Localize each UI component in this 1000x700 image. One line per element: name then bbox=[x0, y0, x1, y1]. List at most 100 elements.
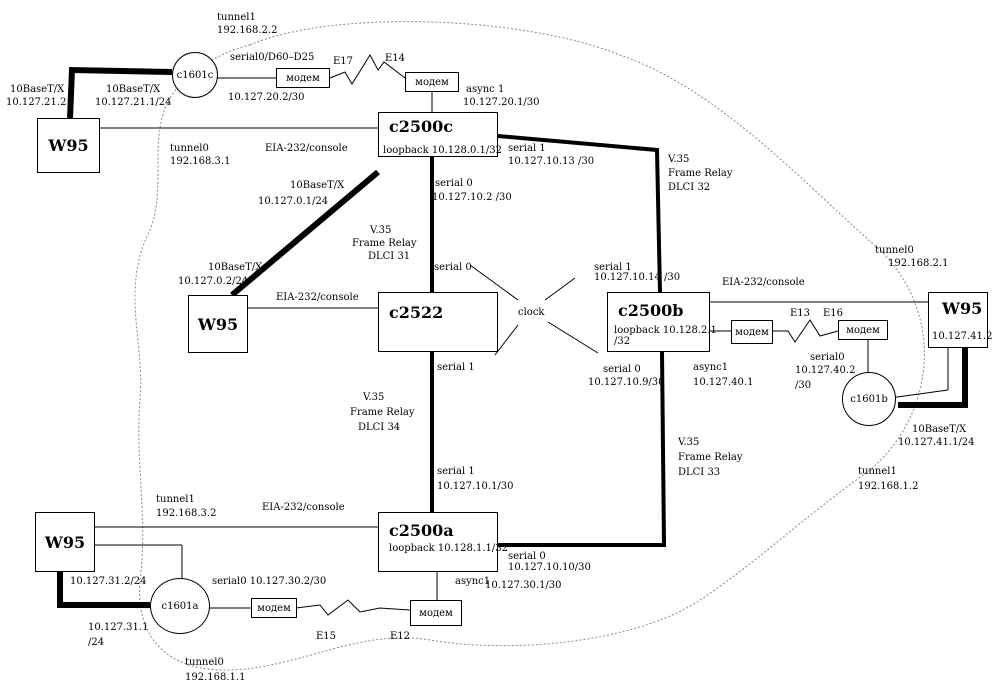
label-tbx-w95mid: 10BaseT/X bbox=[208, 262, 263, 273]
label-tbx-mid-ip: 10.127.0.1/24 bbox=[258, 196, 329, 207]
label-serial0-c2522: serial 0 bbox=[434, 262, 472, 273]
host-w95-middle[interactable]: W95 bbox=[188, 295, 248, 353]
serial-c2500c-c2500b bbox=[497, 134, 662, 293]
label-c1601c-ip: 10.127.20.2/30 bbox=[228, 92, 305, 103]
label-c1601a-mask: /24 bbox=[88, 637, 105, 648]
tunnel-boundary bbox=[134, 21, 925, 671]
label-e16: E16 bbox=[823, 308, 844, 319]
label-serial1-c2500c: serial 1 bbox=[508, 143, 546, 154]
label-tunnel1-right-ip: 192.168.1.2 bbox=[858, 481, 919, 492]
label-tbx-w95mid-ip: 10.127.0.2/24 bbox=[178, 276, 249, 287]
router-c2500b-loopback-mask: /32 bbox=[614, 336, 631, 347]
label-tunnel1-right: tunnel1 bbox=[858, 466, 897, 477]
label-async1-top-ip: 10.127.20.1/30 bbox=[463, 97, 540, 108]
label-tbx-top-2-ip: 10.127.21.1/24 bbox=[95, 97, 172, 108]
modem-c2500b[interactable]: модем bbox=[731, 320, 773, 344]
router-c2500b-loopback: loopback 10.128.2.1 bbox=[614, 325, 717, 336]
label-serial0-c1601b-mask: /30 bbox=[795, 380, 812, 391]
clock-line-2 bbox=[544, 277, 576, 301]
label-fr-c2522: Frame Relay bbox=[352, 238, 417, 249]
label-tunnel1-bottom: tunnel1 bbox=[156, 494, 195, 505]
label-eia-mid: EIA-232/console bbox=[276, 292, 359, 303]
modem-c1601a[interactable]: модем bbox=[251, 598, 297, 618]
label-serial1-c2500b-ip: 10.127.10.14 /30 bbox=[594, 272, 681, 283]
label-eia-right: EIA-232/console bbox=[722, 277, 805, 288]
label-v35-c2522: V.35 bbox=[370, 225, 392, 236]
router-c2500b[interactable]: c2500b loopback 10.128.2.1 /32 bbox=[607, 292, 717, 352]
label-async1-c2500a-ip: 10.127.30.1/30 bbox=[485, 580, 562, 591]
label-async1-c2500b: async1 bbox=[693, 362, 729, 373]
modem-c1601b[interactable]: модем bbox=[838, 320, 888, 340]
label-e14: E14 bbox=[385, 53, 406, 64]
label-fr-2522a: Frame Relay bbox=[350, 407, 415, 418]
router-c2522-name: c2522 bbox=[389, 303, 444, 322]
label-fr-ba: Frame Relay bbox=[678, 452, 743, 463]
label-async1-top: async 1 bbox=[466, 84, 505, 95]
label-e12: E12 bbox=[390, 631, 411, 642]
label-eia-bottom: EIA-232/console bbox=[262, 502, 345, 513]
host-w95-top[interactable]: W95 bbox=[37, 118, 100, 173]
router-c1601b[interactable]: c1601b bbox=[842, 372, 896, 426]
label-serial0-c2500b: serial 0 bbox=[603, 364, 641, 375]
router-c2500a-name: c2500a bbox=[389, 521, 454, 540]
label-serial1-c2500a: serial 1 bbox=[437, 466, 475, 477]
label-e17: E17 bbox=[333, 56, 354, 67]
label-dlci-cb: DLCI 32 bbox=[668, 182, 711, 193]
label-serial0-d60: serial0/D60–D25 bbox=[230, 52, 315, 63]
serial-c2500b-c2500a bbox=[498, 351, 667, 547]
label-tbx-right: 10BaseT/X bbox=[912, 424, 967, 435]
zigzag-e15-e12 bbox=[295, 599, 411, 616]
router-c2500c[interactable]: c2500c loopback 10.128.0.1/32 bbox=[378, 112, 502, 157]
router-c1601c[interactable]: c1601c bbox=[172, 52, 218, 98]
label-tunnel0-right-ip: 192.168.2.1 bbox=[888, 258, 949, 269]
label-serial1-c2500a-ip: 10.127.10.1/30 bbox=[437, 481, 514, 492]
modem-c2500a[interactable]: модем bbox=[410, 600, 462, 626]
label-serial0-c1601b-ip: 10.127.40.2 bbox=[795, 365, 856, 376]
clock-line-1 bbox=[469, 264, 519, 301]
label-async1-c2500a: async1 bbox=[455, 576, 491, 587]
router-c2500a[interactable]: c2500a loopback 10.128.1.1/32 bbox=[378, 512, 508, 572]
modem-c2500c[interactable]: модем bbox=[405, 72, 459, 92]
label-tunnel0-top-ip: 192.168.3.1 bbox=[170, 156, 231, 167]
router-c2500b-name: c2500b bbox=[618, 301, 684, 320]
label-dlci-ba: DLCI 33 bbox=[678, 467, 721, 478]
label-serial0-c2500c: serial 0 bbox=[435, 178, 473, 189]
modem-c1601c[interactable]: модем bbox=[276, 68, 330, 88]
label-tunnel0-bottom-ip: 192.168.1.1 bbox=[185, 672, 246, 683]
clock-line-3 bbox=[494, 324, 519, 356]
label-tunnel1-top: tunnel1 bbox=[217, 12, 256, 23]
label-v35-2522a: V.35 bbox=[363, 392, 385, 403]
label-serial0-c2500a-ip: 10.127.10.10/30 bbox=[508, 562, 591, 573]
label-v35-ba: V.35 bbox=[678, 437, 700, 448]
ethernet-w95mid-c2500c bbox=[230, 169, 380, 298]
label-clock: clock bbox=[518, 307, 545, 318]
label-async1-c2500b-ip: 10.127.40.1 bbox=[693, 377, 754, 388]
router-c1601a[interactable]: c1601a bbox=[150, 578, 210, 634]
line-w95right-c1601b-2 bbox=[889, 389, 949, 399]
ethernet-w95right-c1601b bbox=[898, 348, 968, 408]
label-c1601a-ip: 10.127.31.1 bbox=[88, 622, 149, 633]
label-fr-cb: Frame Relay bbox=[668, 168, 733, 179]
ethernet-w95bottom-c1601a bbox=[57, 572, 150, 608]
host-w95-bottom[interactable]: W95 bbox=[35, 512, 95, 572]
label-serial0-c2500b-ip: 10.127.10.9/30 bbox=[588, 377, 665, 388]
host-w95-right[interactable]: W95 10.127.41.2 bbox=[928, 292, 992, 348]
label-serial0-c1601a: serial0 10.127.30.2/30 bbox=[212, 576, 327, 587]
label-eia-top: EIA-232/console bbox=[265, 143, 348, 154]
label-w95-bottom-ip: 10.127.31.2/24 bbox=[70, 576, 147, 587]
label-e13: E13 bbox=[790, 308, 811, 319]
router-c2522[interactable]: c2522 bbox=[378, 292, 498, 352]
label-tbx-top-2: 10BaseT/X bbox=[106, 84, 161, 95]
label-tunnel0-right: tunnel0 bbox=[875, 245, 914, 256]
label-serial0-c1601b: serial0 bbox=[810, 352, 845, 363]
ethernet-w95top-c1601c bbox=[67, 66, 173, 119]
label-e15: E15 bbox=[316, 631, 337, 642]
label-serial0-c2500c-ip: 10.127.10.2 /30 bbox=[432, 192, 512, 203]
label-serial1-c2500b: serial 1 bbox=[594, 262, 632, 273]
router-c2500c-name: c2500c bbox=[389, 117, 454, 136]
label-v35-cb: V.35 bbox=[668, 154, 690, 165]
label-tbx-right-ip: 10.127.41.1/24 bbox=[898, 437, 975, 448]
clock-line-4 bbox=[547, 321, 599, 354]
